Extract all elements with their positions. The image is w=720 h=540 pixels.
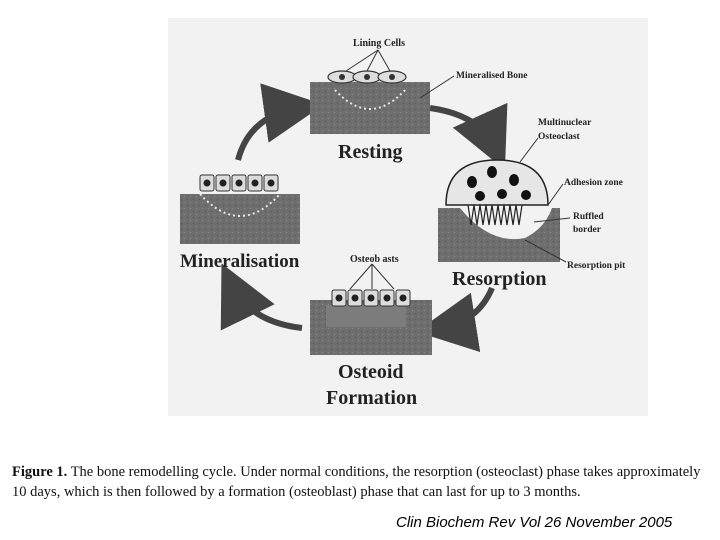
- stage-formation: Formation: [326, 387, 417, 409]
- citation: Clin Biochem Rev Vol 26 November 2005: [396, 514, 673, 531]
- arrow-mineralisation-to-resting: [235, 83, 324, 161]
- stage-mineralisation: Mineralisation: [180, 251, 300, 272]
- label-multinuclear: Multinuclear: [538, 118, 592, 128]
- caption-prefix: Figure 1.: [12, 464, 68, 480]
- stage-resting: Resting: [338, 141, 402, 163]
- stage-resorption: Resorption: [452, 268, 546, 290]
- osteoblast-cells: [331, 289, 411, 307]
- mineralisation-bone: [180, 174, 300, 244]
- osteoid-formation-bone: [310, 263, 432, 355]
- label-osteoblasts: Osteob asts: [350, 254, 399, 265]
- label-ruffled: Ruffled: [573, 212, 604, 222]
- caption-text: The bone remodelling cycle. Under normal…: [12, 464, 701, 500]
- label-resorption-pit: Resorption pit: [567, 261, 626, 271]
- label-mineralised-bone: Mineralised Bone: [456, 71, 528, 81]
- osteoclast: [445, 159, 549, 226]
- label-adhesion-zone: Adhesion zone: [564, 178, 623, 188]
- label-osteoclast: Osteoclast: [538, 132, 581, 142]
- arrow-resting-to-resorption: [429, 102, 508, 170]
- stage-osteoid: Osteoid: [338, 361, 404, 383]
- arrow-formation-to-mineralisation: [220, 263, 303, 331]
- label-lining-cells: Lining Cells: [353, 38, 405, 49]
- label-border: border: [573, 225, 602, 235]
- resting-bone: [310, 49, 455, 134]
- lining-cells: [327, 70, 407, 84]
- figure-caption: Figure 1. The bone remodelling cycle. Un…: [12, 462, 712, 502]
- arrow-resorption-to-formation: [416, 286, 495, 353]
- mineralisation-cells: [199, 174, 279, 192]
- resorption-bone: [438, 137, 571, 263]
